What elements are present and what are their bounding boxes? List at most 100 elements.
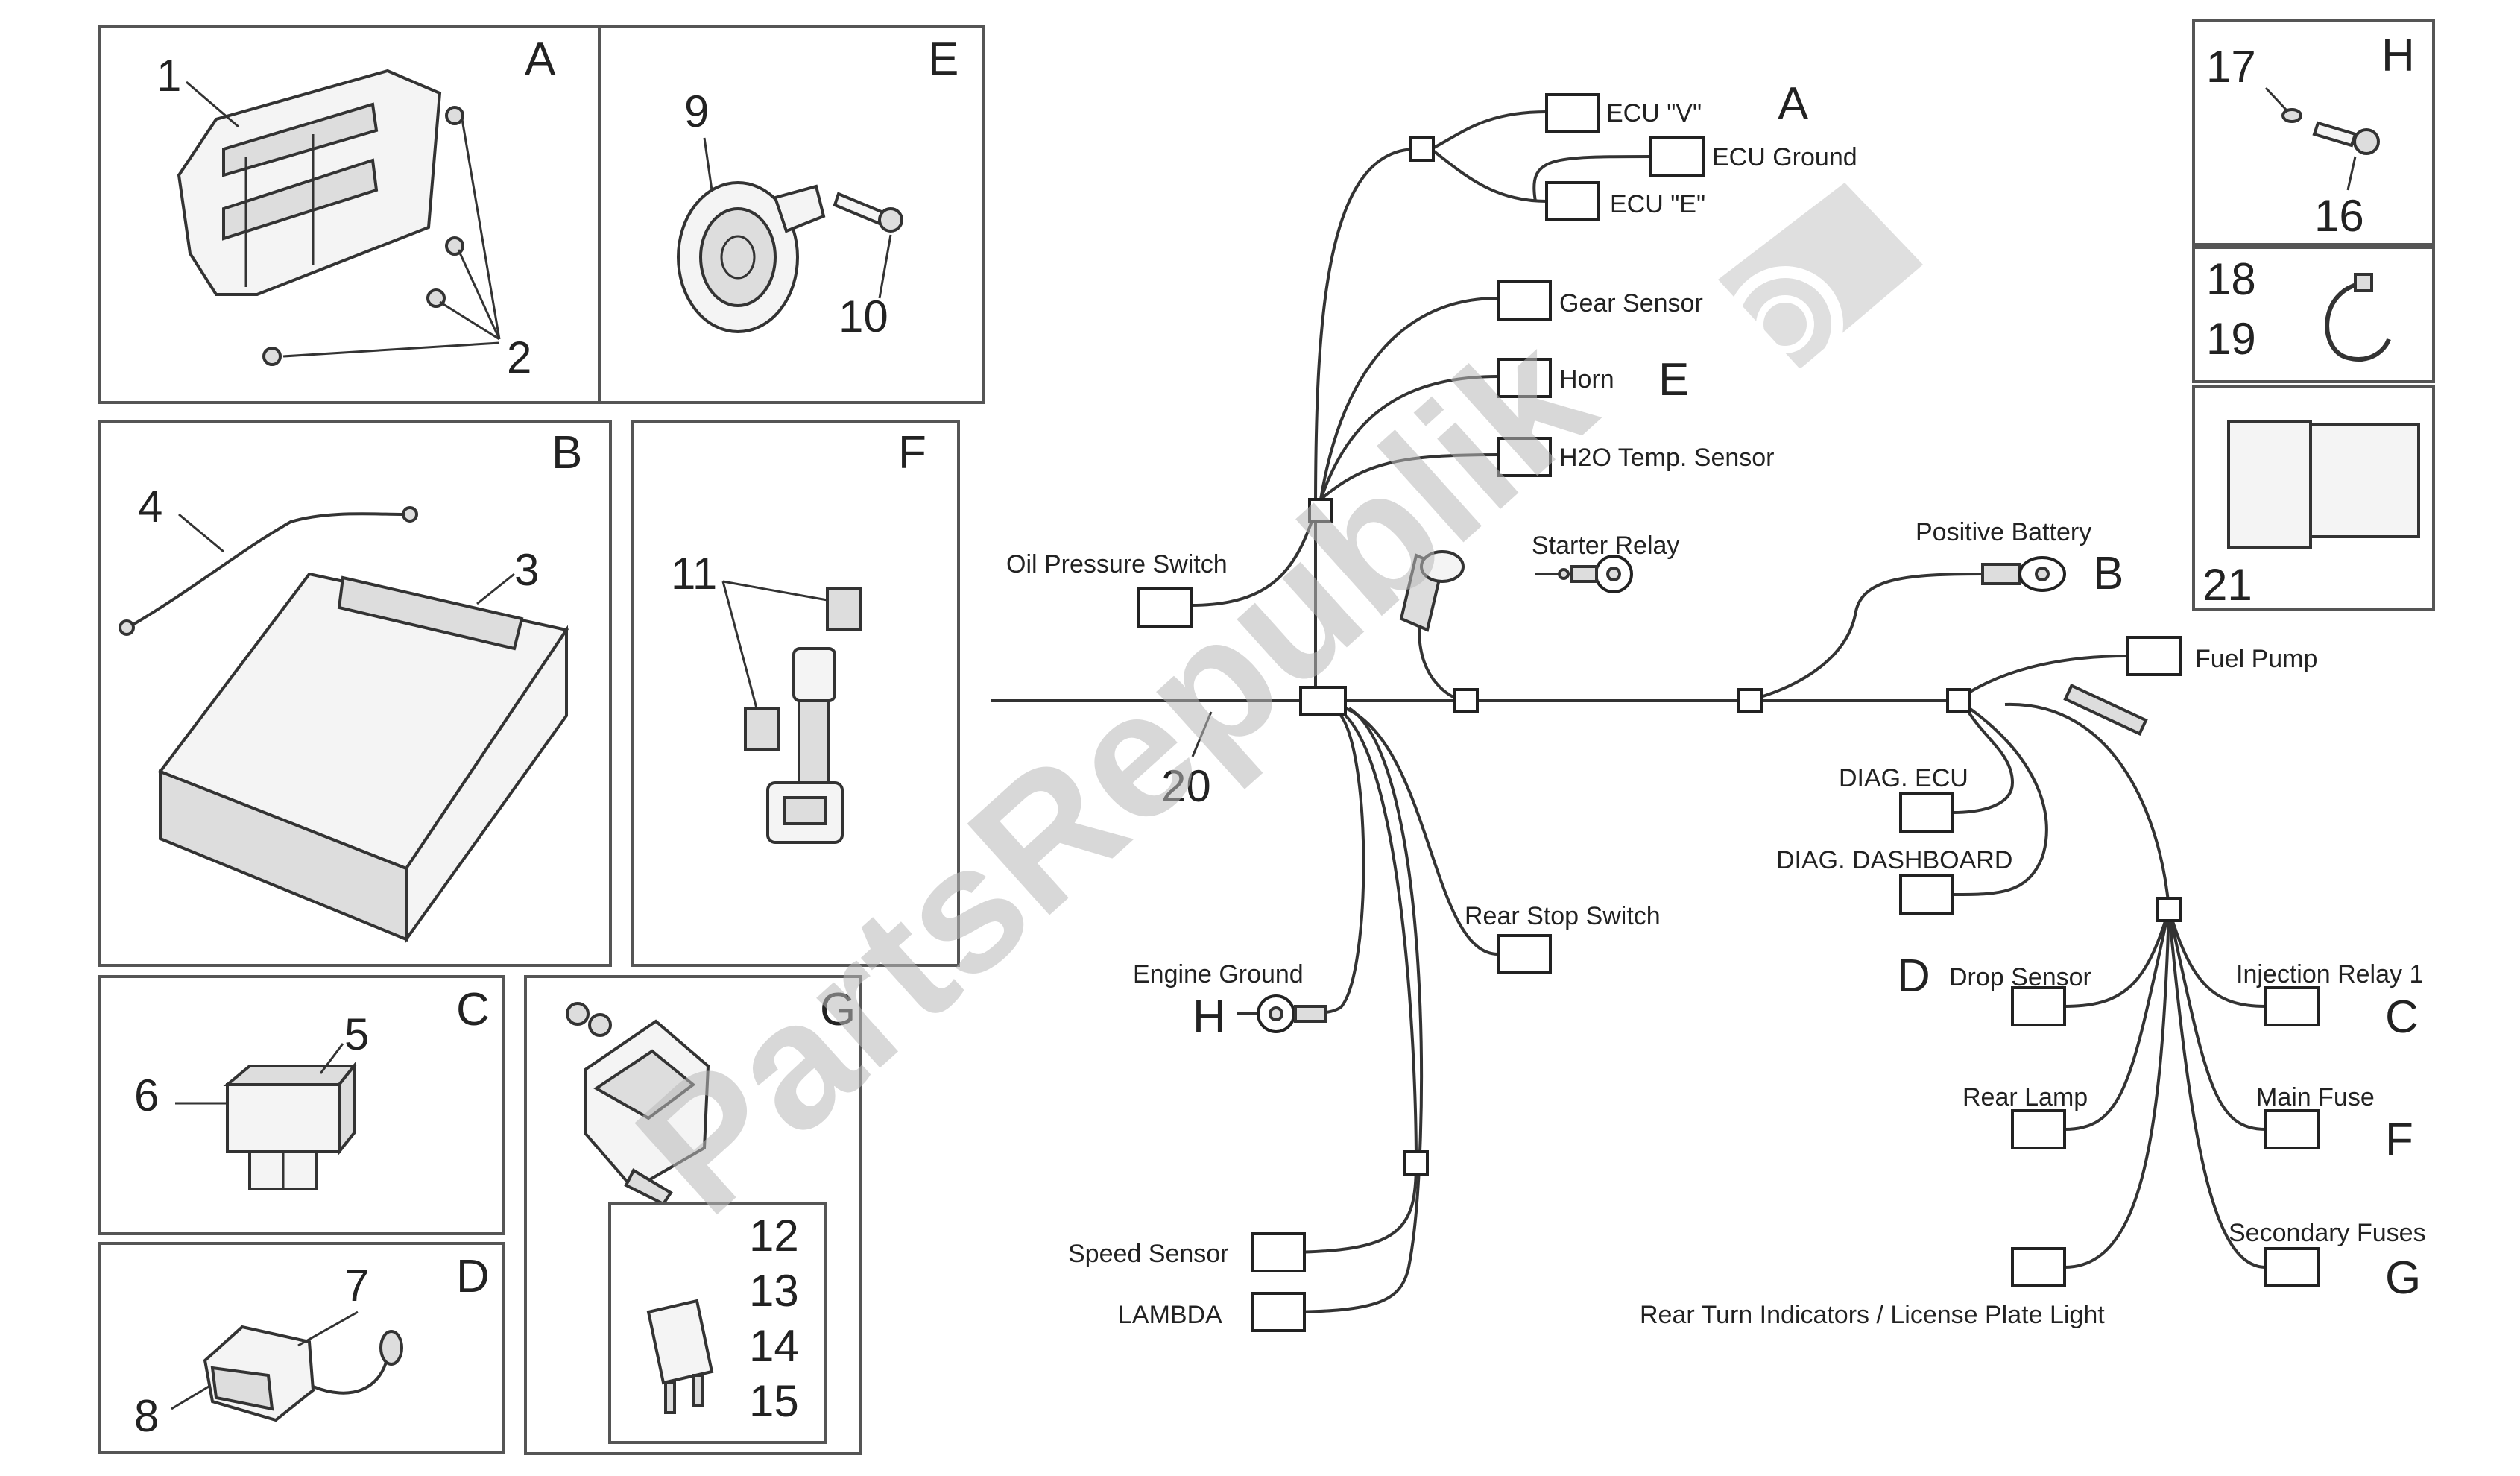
connector-rear-lamp[interactable] bbox=[2011, 1109, 2066, 1149]
number-18: 18 bbox=[2206, 254, 2256, 304]
number-1: 1 bbox=[157, 51, 181, 101]
label-fuel-pump: Fuel Pump bbox=[2195, 645, 2317, 673]
panel-b[interactable]: B 4 3 bbox=[98, 420, 612, 967]
number-7: 7 bbox=[344, 1261, 369, 1311]
number-20: 20 bbox=[1161, 761, 1211, 811]
number-15: 15 bbox=[749, 1376, 799, 1426]
connector-ecu-ground[interactable] bbox=[1649, 136, 1705, 177]
callout-horn: E bbox=[1658, 354, 1689, 406]
number-19: 19 bbox=[2206, 314, 2256, 364]
mini-fuse-part bbox=[646, 1299, 714, 1414]
label-main-fuse: Main Fuse bbox=[2256, 1083, 2375, 1111]
node-sensors bbox=[1308, 498, 1333, 523]
panel-c-letter: C bbox=[456, 984, 490, 1035]
watermark-gear-icon bbox=[1718, 183, 1923, 382]
label-h2o-temp: H2O Temp. Sensor bbox=[1559, 444, 1775, 472]
panel-clamp[interactable]: 18 19 bbox=[2192, 246, 2435, 383]
horn-bolt bbox=[833, 192, 903, 233]
connector-diag-dashboard[interactable] bbox=[1899, 874, 1954, 915]
panel-f-letter: F bbox=[898, 427, 926, 479]
panel-b-letter: B bbox=[552, 427, 582, 479]
node-distribution bbox=[2156, 897, 2182, 922]
node-starter bbox=[1453, 688, 1479, 713]
battery-cable bbox=[119, 506, 418, 636]
connector-lambda[interactable] bbox=[1251, 1292, 1306, 1332]
label-positive-battery: Positive Battery bbox=[1916, 518, 2091, 546]
connector-main-fuse[interactable] bbox=[2264, 1109, 2320, 1149]
label-secondary-fuses: Secondary Fuses bbox=[2229, 1219, 2426, 1247]
label-horn: Horn bbox=[1559, 365, 1614, 394]
connector-diag-ecu[interactable] bbox=[1899, 792, 1954, 833]
label-diag-ecu: DIAG. ECU bbox=[1839, 764, 1968, 792]
callout-injection-relay: C bbox=[2385, 991, 2419, 1043]
cable-tie-part bbox=[2325, 273, 2391, 362]
number-11: 11 bbox=[671, 549, 717, 599]
fuse-holder-part bbox=[766, 647, 844, 844]
callout-secondary-fuses: G bbox=[2385, 1252, 2421, 1304]
node-ecu bbox=[1409, 136, 1435, 162]
positive-battery-terminal[interactable] bbox=[1981, 556, 2066, 592]
panel-a[interactable]: A 1 2 bbox=[98, 25, 601, 404]
screw-part bbox=[2312, 121, 2380, 155]
label-ecu-v: ECU "V" bbox=[1606, 99, 1702, 127]
ecu-unit bbox=[177, 69, 442, 296]
number-17: 17 bbox=[2206, 42, 2256, 92]
wiring-harness[interactable] bbox=[991, 93, 2320, 1332]
connector-speed-sensor[interactable] bbox=[1251, 1232, 1306, 1272]
number-8: 8 bbox=[134, 1391, 159, 1441]
label-starter-relay: Starter Relay bbox=[1532, 532, 1679, 560]
panel-a-letter: A bbox=[525, 34, 556, 85]
panel-d-letter: D bbox=[456, 1251, 490, 1302]
node-speed bbox=[1403, 1150, 1429, 1176]
panel-doc[interactable]: 21 bbox=[2192, 385, 2435, 611]
panel-e[interactable]: E 9 10 bbox=[599, 25, 985, 404]
connector-horn[interactable] bbox=[1497, 358, 1552, 398]
connector-ecu-e[interactable] bbox=[1545, 181, 1600, 221]
number-10: 10 bbox=[839, 291, 888, 341]
connector-oil-pressure[interactable] bbox=[1137, 587, 1193, 628]
connector-gear-sensor[interactable] bbox=[1497, 280, 1552, 321]
label-injection-relay: Injection Relay 1 bbox=[2236, 960, 2423, 988]
label-gear-sensor: Gear Sensor bbox=[1559, 289, 1703, 318]
callout-battery: B bbox=[2093, 548, 2123, 599]
number-5: 5 bbox=[344, 1009, 369, 1059]
number-21: 21 bbox=[2202, 560, 2252, 610]
relay-block-part bbox=[566, 1002, 710, 1206]
panel-d[interactable]: D 7 8 bbox=[98, 1242, 505, 1454]
panel-h[interactable]: H 17 16 bbox=[2192, 19, 2435, 246]
connector-drop-sensor[interactable] bbox=[2011, 986, 2066, 1026]
starter-relay-terminal[interactable] bbox=[1399, 550, 1633, 632]
number-16: 16 bbox=[2314, 191, 2364, 241]
panel-f[interactable]: F 11 bbox=[631, 420, 960, 967]
connector-fuel-pump[interactable] bbox=[2126, 636, 2182, 676]
label-diag-dashboard: DIAG. DASHBOARD bbox=[1776, 846, 2012, 874]
number-14: 14 bbox=[749, 1321, 799, 1371]
panel-h-letter: H bbox=[2381, 30, 2415, 81]
label-ecu-e: ECU "E" bbox=[1610, 190, 1705, 218]
number-3: 3 bbox=[514, 545, 539, 595]
battery-part bbox=[157, 572, 569, 944]
connector-secondary-fuses[interactable] bbox=[2264, 1247, 2320, 1287]
panel-g-letter: G bbox=[820, 984, 856, 1035]
panel-g[interactable]: G 12 13 14 15 bbox=[524, 975, 862, 1455]
callout-drop-sensor: D bbox=[1897, 950, 1930, 1002]
label-rear-turn: Rear Turn Indicators / License Plate Lig… bbox=[1640, 1301, 2105, 1329]
horn-part bbox=[677, 181, 826, 333]
number-13: 13 bbox=[749, 1266, 799, 1316]
number-9: 9 bbox=[684, 86, 709, 136]
number-12: 12 bbox=[749, 1211, 799, 1261]
engine-ground-terminal[interactable] bbox=[1257, 994, 1327, 1033]
panel-c[interactable]: C 5 6 bbox=[98, 975, 505, 1235]
document-part bbox=[2227, 420, 2420, 549]
label-rear-lamp: Rear Lamp bbox=[1962, 1083, 2088, 1111]
label-lambda: LAMBDA bbox=[1118, 1301, 1222, 1329]
connector-ecu-v[interactable] bbox=[1545, 93, 1600, 133]
label-drop-sensor: Drop Sensor bbox=[1949, 963, 2091, 991]
connector-rear-stop[interactable] bbox=[1497, 934, 1552, 974]
connector-h2o-temp[interactable] bbox=[1497, 437, 1552, 477]
connector-injection-relay[interactable] bbox=[2264, 986, 2320, 1026]
relay-part bbox=[223, 1062, 358, 1190]
callout-engine-ground: H bbox=[1193, 991, 1226, 1043]
connector-rear-turn[interactable] bbox=[2011, 1247, 2066, 1287]
